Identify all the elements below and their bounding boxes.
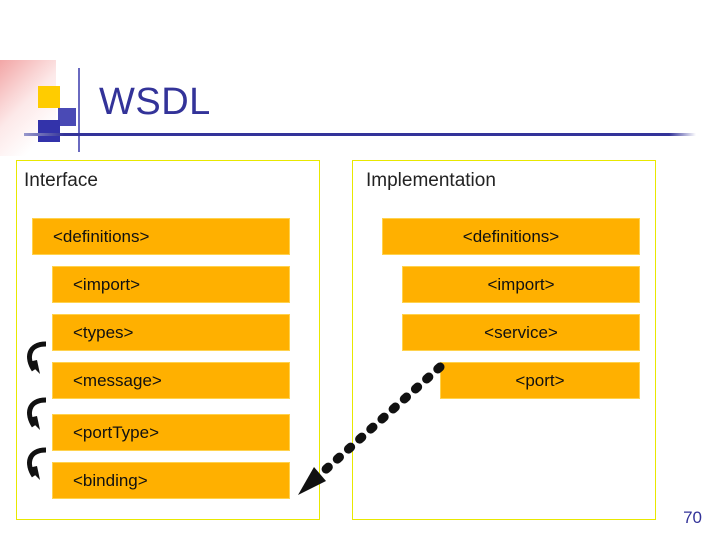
interface-item-definitions-label: <definitions> (53, 227, 150, 246)
interface-item-binding: <binding> (52, 462, 290, 499)
interface-item-porttype-label: <portType> (73, 423, 160, 442)
title-underline (24, 133, 696, 136)
interface-item-message: <message> (52, 362, 290, 399)
logo-square-blue (38, 120, 60, 142)
interface-item-message-label: <message> (73, 371, 162, 390)
interface-item-porttype: <portType> (52, 414, 290, 451)
implementation-item-definitions-label: <definitions> (462, 227, 560, 246)
interface-item-definitions: <definitions> (32, 218, 290, 255)
logo-vertical-line (78, 68, 80, 152)
implementation-item-port-label: <port> (515, 371, 565, 390)
implementation-item-import-label: <import> (487, 275, 555, 294)
implementation-item-port: <port> (440, 362, 640, 399)
implementation-item-definitions: <definitions> (382, 218, 640, 255)
interface-item-import: <import> (52, 266, 290, 303)
slide-logo-decoration (0, 60, 96, 156)
interface-item-import-label: <import> (73, 275, 141, 294)
implementation-panel (352, 160, 656, 520)
interface-item-binding-label: <binding> (73, 471, 148, 490)
implementation-item-service: <service> (402, 314, 640, 351)
page-title: WSDL (99, 81, 211, 123)
curved-arrow-hook-icon (27, 397, 47, 430)
implementation-item-service-label: <service> (484, 323, 558, 342)
interface-item-types: <types> (52, 314, 290, 351)
logo-square-blue-small (58, 108, 76, 126)
page-number: 70 (683, 508, 702, 527)
curved-arrow-hook-icon (27, 447, 47, 480)
implementation-heading: Implementation (366, 170, 496, 191)
interface-panel (16, 160, 320, 520)
logo-square-yellow (38, 86, 60, 108)
interface-heading: Interface (24, 170, 98, 191)
interface-item-types-label: <types> (73, 323, 134, 342)
implementation-item-import: <import> (402, 266, 640, 303)
curved-arrow-hook-icon (27, 341, 47, 374)
